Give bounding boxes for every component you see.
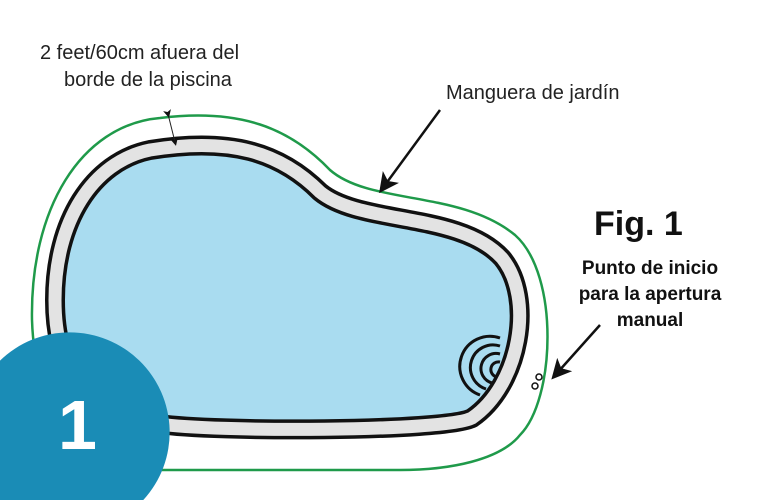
distance-label-line2: borde de la piscina [64, 69, 232, 91]
pool-coping [48, 138, 527, 436]
pool-steps [458, 334, 501, 397]
hose-label: Manguera de jardín [446, 82, 620, 104]
step-number: 1 [58, 386, 97, 464]
start-point-icon [531, 382, 539, 390]
start-label-line1: Punto de inicio [581, 258, 719, 279]
step-badge [0, 332, 170, 500]
start-point-icon [535, 373, 543, 381]
start-label-line3: manual [616, 310, 684, 331]
figure-label: Fig. 1 [594, 205, 683, 243]
distance-label-line1: 2 feet/60cm afuera del [40, 42, 240, 64]
start-point-label: Punto de inicio para la apertura manual [560, 256, 740, 334]
hose-arrow-icon [379, 109, 442, 194]
garden-hose-outline [30, 114, 549, 472]
start-label-line2: para la apertura [578, 284, 722, 305]
start-arrow-icon [551, 324, 601, 380]
distance-arrow-icon [163, 109, 178, 146]
